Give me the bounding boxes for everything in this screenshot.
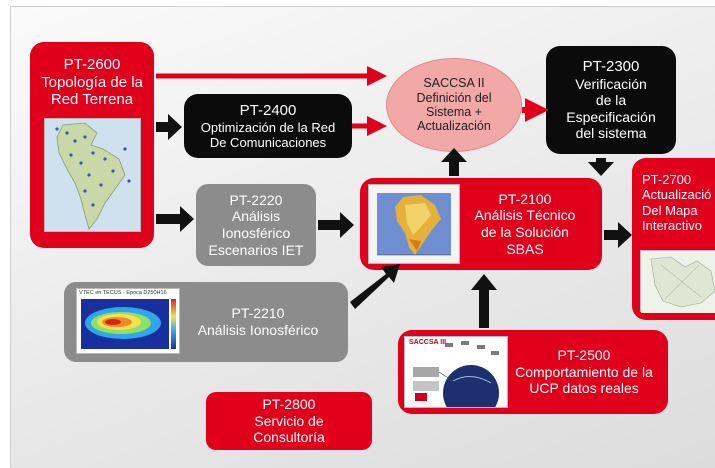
pt-2700-line1: Actualizació (642, 187, 712, 203)
pt-2500-line2: UCP datos reales (529, 380, 639, 397)
pt-2100-line3: SBAS (506, 240, 544, 257)
vtec-map-thumbnail: VTEC en TECUS · Época D250H16 (76, 288, 180, 354)
saccsa-ii-ellipse: SACCSA II Definición del Sistema + Actua… (386, 58, 522, 152)
pt-2220-code: PT-2220 (229, 191, 283, 208)
pt-2700-line2: Del Mapa (642, 202, 698, 218)
saccsa-line4: Actualización (417, 119, 491, 134)
pt-2800-code: PT-2800 (262, 396, 316, 413)
ground-network-map-thumbnail (44, 118, 141, 232)
pt-2600-line1: Topología de la (41, 73, 143, 91)
sbas-coverage-map-thumbnail (368, 184, 460, 264)
satellite-globe-icon (413, 341, 499, 421)
pt-2400-code: PT-2400 (239, 101, 297, 119)
pt-2800-line2: Consultoría (253, 429, 325, 446)
saccsa-line1: SACCSA II (423, 76, 485, 91)
pt-2100-line2: de la Solución (481, 224, 569, 240)
pt-2300-line1: Verificación (575, 75, 647, 92)
pt-2300-code: PT-2300 (582, 58, 640, 76)
pt-2600-code: PT-2600 (63, 56, 121, 73)
pt-2500-line1: Comportamiento de la (515, 363, 653, 380)
pt-2220-line3: Escenarios IET (208, 241, 304, 258)
pt-2400-line2: De Comunicaciones (209, 134, 327, 150)
pt-2800-box: PT-2800 Servicio de Consultoría (206, 392, 372, 450)
pt-2400-line1: Optimización de la Red (200, 119, 336, 135)
pt-2100-line1: Análisis Técnico (474, 207, 576, 224)
pt-2400-box: PT-2400 Optimización de la Red De Comuni… (184, 94, 352, 158)
pt-2220-line2: Ionosférico (221, 225, 291, 241)
pt-2210-line1: Análisis Ionosférico (197, 322, 319, 338)
pt-2210-code: PT-2210 (231, 305, 285, 322)
saccsa-line2: Definición del (416, 90, 492, 105)
vtec-heatmap-icon (81, 299, 176, 349)
pt-2220-box: PT-2220 Análisis Ionosférico Escenarios … (196, 184, 316, 266)
pt-2300-line2: de la (595, 92, 627, 109)
ucp-system-graphic-thumbnail: SACCSA III (404, 336, 508, 421)
vtec-map-caption: VTEC en TECUS · Época D250H16 (79, 290, 167, 296)
sbas-coverage-icon (369, 185, 459, 263)
pt-2500-code: PT-2500 (557, 347, 611, 364)
pt-2300-box: PT-2300 Verificación de la Especificació… (546, 46, 676, 154)
pt-2100-code: PT-2100 (498, 190, 552, 207)
pt-2800-line1: Servicio de (254, 412, 324, 429)
saccsa-line3: Sistema + (426, 105, 482, 119)
pt-2700-code: PT-2700 (642, 172, 692, 187)
interactive-map-icon (641, 251, 715, 313)
south-america-map-icon (45, 119, 140, 231)
saccsa-iii-label: SACCSA III (409, 339, 447, 346)
interactive-map-thumbnail (640, 250, 715, 313)
pt-2600-line2: Red Terrena (50, 91, 134, 109)
pt-2700-line3: Interactivo (642, 217, 702, 233)
pt-2220-line1: Análisis (231, 208, 281, 225)
pt-2300-line3: Especificación (566, 108, 656, 125)
pt-2300-line4: del sistema (575, 125, 647, 142)
